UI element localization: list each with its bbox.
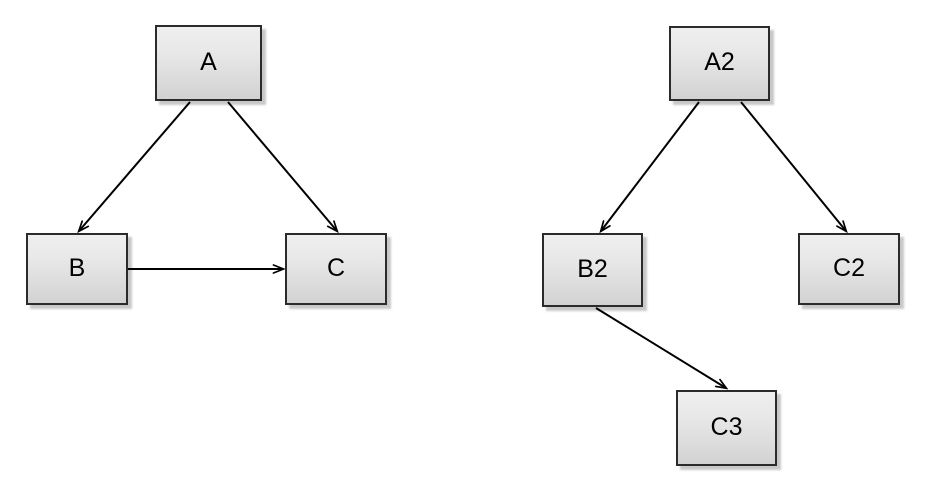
node-a2-label: A2: [704, 48, 735, 76]
node-a2[interactable]: A2: [669, 26, 770, 101]
edge-b2-to-c3: [595, 307, 729, 390]
node-b-label: B: [68, 253, 86, 282]
node-a-label: A: [200, 47, 217, 76]
node-b2[interactable]: B2: [542, 233, 643, 307]
node-b[interactable]: B: [26, 233, 128, 305]
node-c2-label: C2: [833, 253, 865, 282]
edge-a-to-b: [77, 101, 191, 234]
node-b2-label: B2: [577, 254, 608, 283]
node-c3[interactable]: C3: [676, 390, 777, 466]
edges-group: [77, 101, 848, 390]
node-c[interactable]: C: [285, 233, 387, 305]
edge-a2-to-b2: [599, 101, 700, 234]
node-a[interactable]: A: [155, 25, 262, 101]
edge-a2-to-c2: [740, 101, 848, 234]
node-c2[interactable]: C2: [798, 233, 900, 305]
edge-a-to-c: [227, 101, 339, 234]
node-c3-label: C3: [710, 412, 743, 441]
node-c-label: C: [326, 253, 346, 282]
